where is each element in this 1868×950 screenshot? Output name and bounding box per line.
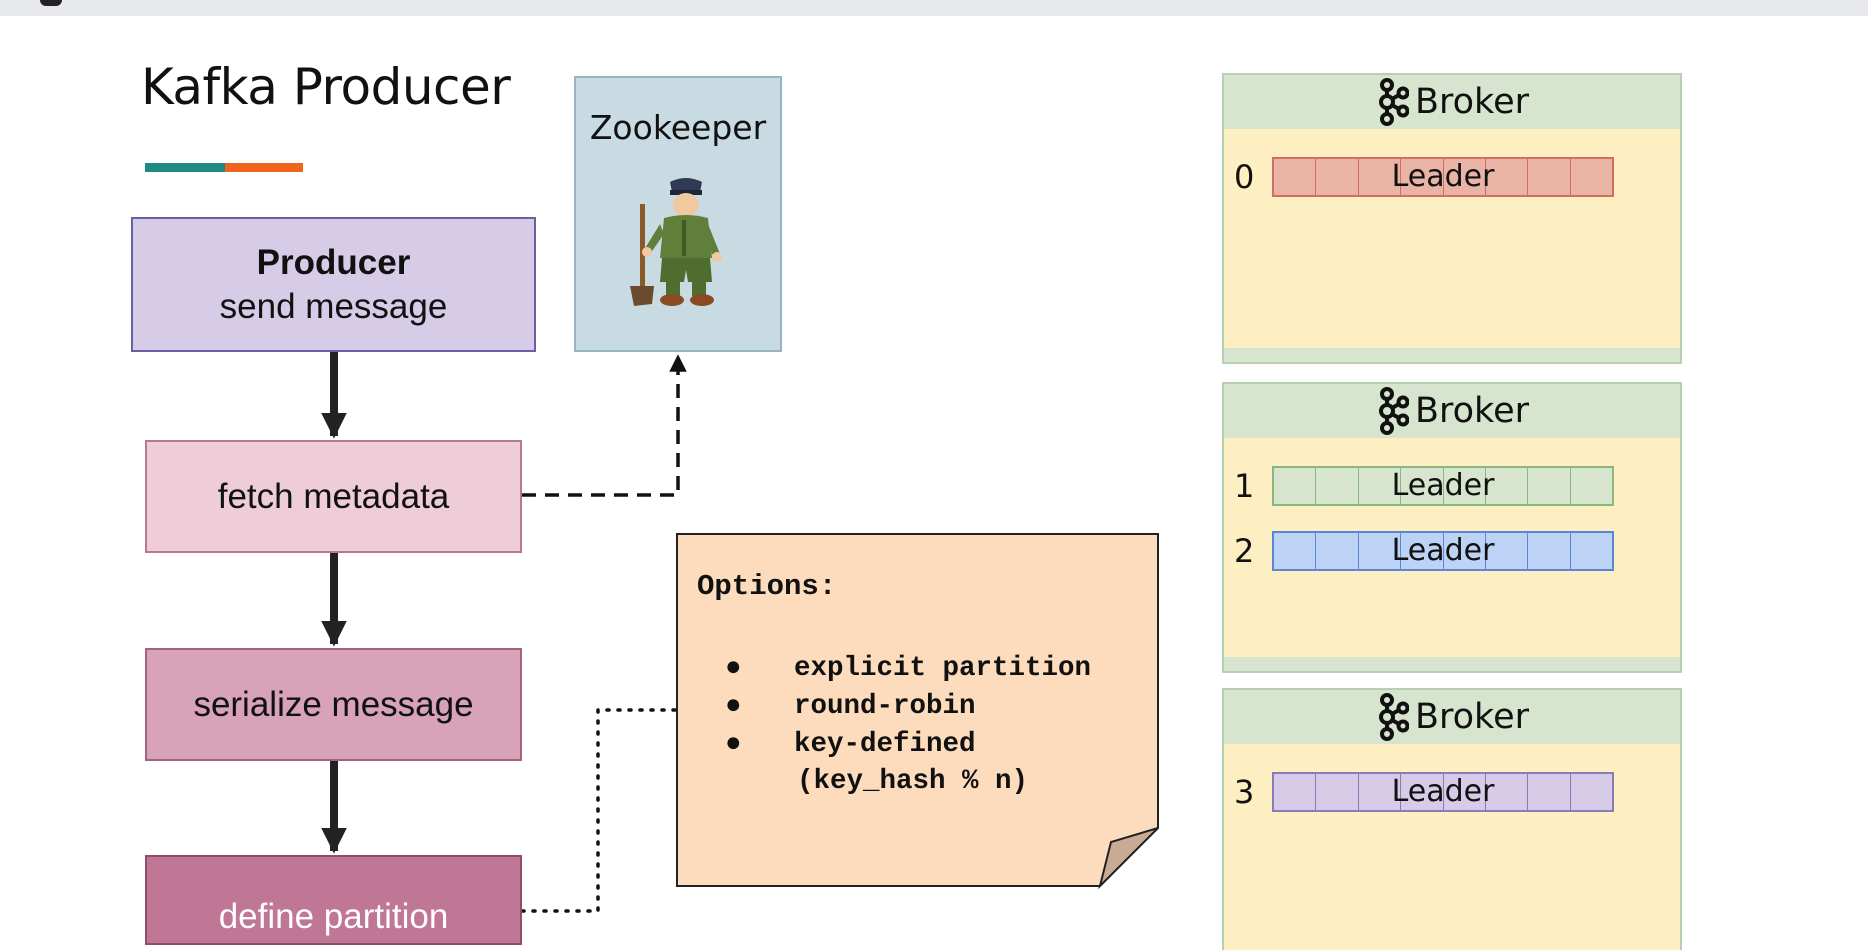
broker-box: Broker 1 Leader 2 Leader xyxy=(1222,382,1682,673)
options-list-item: ● explicit partition xyxy=(677,650,1091,688)
kafka-logo-icon xyxy=(1379,387,1409,435)
top-bar xyxy=(0,0,1868,16)
options-item-label: round-robin xyxy=(794,691,976,722)
options-heading: Options: xyxy=(697,570,837,603)
partition-row: 0 Leader xyxy=(1224,157,1680,197)
dotted-line-define-to-options xyxy=(520,708,679,913)
options-list-item: ● round-robin xyxy=(677,688,1091,726)
broker-header: Broker xyxy=(1224,384,1680,438)
producer-box: Producer send message xyxy=(131,217,536,352)
partition-number: 3 xyxy=(1234,773,1255,811)
options-item-label: key-defined xyxy=(794,729,976,760)
partition-number: 0 xyxy=(1234,158,1255,196)
broker-header: Broker xyxy=(1224,75,1680,129)
define-partition-box: define partition xyxy=(145,855,522,945)
partition-row: 1 Leader xyxy=(1224,466,1680,506)
broker-box: Broker 0 Leader xyxy=(1222,73,1682,364)
broker-label: Broker xyxy=(1415,391,1529,431)
partition-number: 1 xyxy=(1234,467,1255,505)
bullet: ● xyxy=(725,653,742,684)
partition-leader-label: Leader xyxy=(1391,159,1495,194)
partition-row: 3 Leader xyxy=(1224,772,1680,812)
bullet: ● xyxy=(725,729,742,760)
fetch-metadata-box: fetch metadata xyxy=(145,440,522,553)
zookeeper-label: Zookeeper xyxy=(589,108,767,147)
options-item-label: explicit partition xyxy=(794,653,1092,684)
producer-subtitle: send message xyxy=(219,286,448,326)
partition-bar xyxy=(1272,531,1614,571)
serialize-message-label: serialize message xyxy=(193,684,474,724)
broker-box: Broker 3 Leader xyxy=(1222,688,1682,950)
partition-leader-label: Leader xyxy=(1391,468,1495,503)
serialize-message-box: serialize message xyxy=(145,648,522,761)
title-accent-teal xyxy=(145,163,225,172)
slide-title: Kafka Producer xyxy=(141,58,511,116)
partition-row: 2 Leader xyxy=(1224,531,1680,571)
partition-bar xyxy=(1272,157,1614,197)
title-accent-orange xyxy=(225,163,303,172)
top-bar-mark xyxy=(40,0,62,6)
broker-footer xyxy=(1224,348,1680,362)
partition-bar xyxy=(1272,772,1614,812)
zookeeper-mascot-icon xyxy=(630,178,722,306)
options-item-continuation: (key_hash % n) xyxy=(797,766,1029,797)
producer-title: Producer xyxy=(256,242,411,282)
broker-label: Broker xyxy=(1415,82,1529,122)
define-partition-label: define partition xyxy=(218,897,449,936)
broker-footer xyxy=(1224,657,1680,671)
partition-bar xyxy=(1272,466,1614,506)
partition-leader-label: Leader xyxy=(1391,533,1495,568)
dashed-arrow-fetch-to-zookeeper xyxy=(522,354,687,497)
partition-number: 2 xyxy=(1234,532,1255,570)
options-list: ● explicit partition ● round-robin ● key-de… xyxy=(677,650,1091,764)
options-list-item: ● key-defined xyxy=(677,726,1091,764)
fetch-metadata-label: fetch metadata xyxy=(217,476,450,516)
kafka-logo-icon xyxy=(1379,78,1409,126)
broker-label: Broker xyxy=(1415,697,1529,737)
broker-header: Broker xyxy=(1224,690,1680,744)
partition-leader-label: Leader xyxy=(1391,774,1495,809)
bullet: ● xyxy=(725,691,742,722)
zookeeper-box: Zookeeper xyxy=(574,76,782,352)
kafka-logo-icon xyxy=(1379,693,1409,741)
